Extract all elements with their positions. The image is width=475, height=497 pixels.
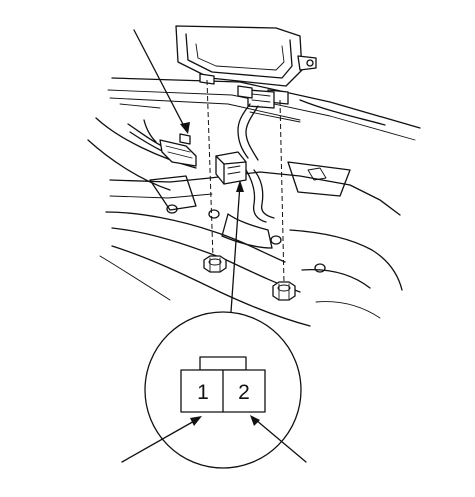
pin-2-label: 2	[238, 381, 250, 404]
leader-arrow-top	[133, 29, 190, 134]
body-panel	[87, 77, 421, 327]
alignment-lines	[206, 79, 285, 285]
pin-1-label: 1	[197, 381, 209, 404]
harness-connector	[215, 151, 247, 185]
brake-light-housing	[175, 25, 317, 109]
wire-harness	[237, 85, 275, 223]
pin-2-arrow	[250, 415, 307, 463]
nut-right	[272, 281, 296, 301]
pin-1-arrow	[121, 416, 202, 463]
callout-pointer	[230, 180, 244, 313]
left-cable-connector	[127, 119, 197, 167]
nut-left	[203, 255, 227, 273]
magnified-view	[144, 311, 302, 469]
